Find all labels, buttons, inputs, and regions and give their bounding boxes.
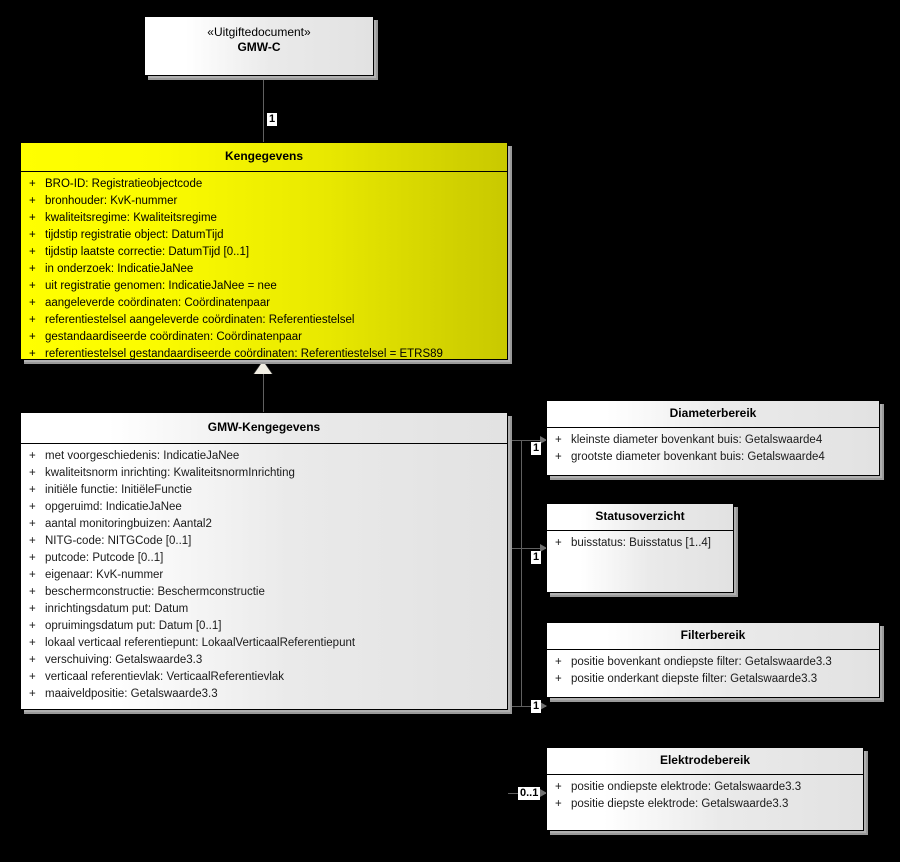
attribute-row: kleinste diameter bovenkant buis: Getals…: [547, 432, 879, 449]
arrowhead-filterbereik: [540, 702, 547, 710]
uml-class-gmw-c[interactable]: «Uitgiftedocument» GMW-C: [144, 16, 374, 76]
attribute-row: NITG-code: NITGCode [0..1]: [21, 533, 507, 550]
attribute-row: buisstatus: Buisstatus [1..4]: [547, 535, 733, 552]
class-attributes-gmw-kengegevens: met voorgeschiedenis: IndicatieJaNee kwa…: [21, 444, 507, 707]
class-stereotype-gmw-c: «Uitgiftedocument»: [207, 25, 311, 39]
attribute-row: aantal monitoringbuizen: Aantal2: [21, 516, 507, 533]
uml-class-elektrodebereik[interactable]: Elektrodebereik positie ondiepste elektr…: [546, 747, 864, 831]
attribute-row: BRO-ID: Registratieobjectcode: [21, 176, 507, 193]
arrowhead-diameterbereik: [540, 436, 547, 444]
multiplicity-gmwc-kengegevens: 1: [267, 113, 278, 126]
attribute-row: initiële functie: InitiëleFunctie: [21, 482, 507, 499]
arrowhead-elektrodebereik: [540, 789, 547, 797]
attribute-row: bronhouder: KvK-nummer: [21, 193, 507, 210]
connector-generalization-line: [263, 374, 264, 412]
class-attributes-diameterbereik: kleinste diameter bovenkant buis: Getals…: [547, 428, 879, 470]
connector-gmwc-kengegevens: [263, 76, 264, 142]
attribute-row: positie bovenkant ondiepste filter: Geta…: [547, 654, 879, 671]
attribute-row: aangeleverde coördinaten: Coördinatenpaa…: [21, 295, 507, 312]
connector-gmw-statusoverzicht: [508, 548, 546, 549]
attribute-row: positie ondiepste elektrode: Getalswaard…: [547, 779, 863, 796]
multiplicity-filterbereik: 1: [531, 700, 542, 713]
attribute-row: beschermconstructie: Beschermconstructie: [21, 584, 507, 601]
class-attributes-elektrodebereik: positie ondiepste elektrode: Getalswaard…: [547, 775, 863, 817]
attribute-row: kwaliteitsnorm inrichting: Kwaliteitsnor…: [21, 465, 507, 482]
multiplicity-diameterbereik: 1: [531, 442, 542, 455]
attribute-row: positie diepste elektrode: Getalswaarde3…: [547, 796, 863, 813]
uml-class-filterbereik[interactable]: Filterbereik positie bovenkant ondiepste…: [546, 622, 880, 698]
attribute-row: in onderzoek: IndicatieJaNee: [21, 261, 507, 278]
class-header-gmw-kengegevens: GMW-Kengegevens: [21, 413, 507, 444]
attribute-row: referentiestelsel aangeleverde coördinat…: [21, 312, 507, 329]
class-header-statusoverzicht: Statusoverzicht: [547, 504, 733, 531]
attribute-row: putcode: Putcode [0..1]: [21, 550, 507, 567]
class-attributes-statusoverzicht: buisstatus: Buisstatus [1..4]: [547, 531, 733, 556]
uml-class-diameterbereik[interactable]: Diameterbereik kleinste diameter bovenka…: [546, 400, 880, 476]
connector-gmw-filterbereik: [508, 706, 546, 707]
attribute-row: positie onderkant diepste filter: Getals…: [547, 671, 879, 688]
attribute-row: opruimingsdatum put: Datum [0..1]: [21, 618, 507, 635]
class-name-gmw-c: GMW-C: [237, 40, 281, 54]
connector-trunk-vertical: [521, 440, 522, 706]
attribute-row: opgeruimd: IndicatieJaNee: [21, 499, 507, 516]
class-header-kengegevens: Kengegevens: [21, 143, 507, 172]
class-header-elektrodebereik: Elektrodebereik: [547, 748, 863, 775]
attribute-row: verschuiving: Getalswaarde3.3: [21, 652, 507, 669]
attribute-row: tijdstip registratie object: DatumTijd: [21, 227, 507, 244]
uml-class-kengegevens[interactable]: Kengegevens BRO-ID: Registratieobjectcod…: [20, 142, 508, 363]
class-attributes-filterbereik: positie bovenkant ondiepste filter: Geta…: [547, 650, 879, 692]
multiplicity-elektrodebereik: 0..1: [518, 787, 541, 800]
attribute-row: lokaal verticaal referentiepunt: LokaalV…: [21, 635, 507, 652]
generalization-arrow: [254, 361, 272, 374]
connector-gmw-diameterbereik: [508, 440, 546, 441]
uml-class-gmw-kengegevens[interactable]: GMW-Kengegevens met voorgeschiedenis: In…: [20, 412, 508, 710]
class-name-kengegevens: Kengegevens: [224, 149, 304, 163]
multiplicity-statusoverzicht: 1: [531, 551, 542, 564]
attribute-row: kwaliteitsregime: Kwaliteitsregime: [21, 210, 507, 227]
attribute-row: eigenaar: KvK-nummer: [21, 567, 507, 584]
class-name-diameterbereik: Diameterbereik: [669, 406, 757, 420]
attribute-row: uit registratie genomen: IndicatieJaNee …: [21, 278, 507, 295]
attribute-row: gestandaardiseerde coördinaten: Coördina…: [21, 329, 507, 346]
class-name-filterbereik: Filterbereik: [680, 628, 746, 642]
attribute-row: maaiveldpositie: Getalswaarde3.3: [21, 686, 507, 703]
attribute-row: verticaal referentievlak: VerticaalRefer…: [21, 669, 507, 686]
attribute-row: referentiestelsel gestandaardiseerde coö…: [21, 346, 507, 363]
uml-class-statusoverzicht[interactable]: Statusoverzicht buisstatus: Buisstatus […: [546, 503, 734, 593]
class-name-statusoverzicht: Statusoverzicht: [595, 509, 685, 523]
arrowhead-statusoverzicht: [540, 544, 547, 552]
class-header-gmw-c: «Uitgiftedocument» GMW-C: [145, 17, 373, 61]
class-name-gmw-kengegevens: GMW-Kengegevens: [207, 420, 321, 434]
class-header-diameterbereik: Diameterbereik: [547, 401, 879, 428]
attribute-row: inrichtingsdatum put: Datum: [21, 601, 507, 618]
attribute-row: grootste diameter bovenkant buis: Getals…: [547, 449, 879, 466]
attribute-row: tijdstip laatste correctie: DatumTijd [0…: [21, 244, 507, 261]
class-name-elektrodebereik: Elektrodebereik: [659, 753, 751, 767]
attribute-row: met voorgeschiedenis: IndicatieJaNee: [21, 448, 507, 465]
class-attributes-kengegevens: BRO-ID: Registratieobjectcode bronhouder…: [21, 172, 507, 367]
class-header-filterbereik: Filterbereik: [547, 623, 879, 650]
